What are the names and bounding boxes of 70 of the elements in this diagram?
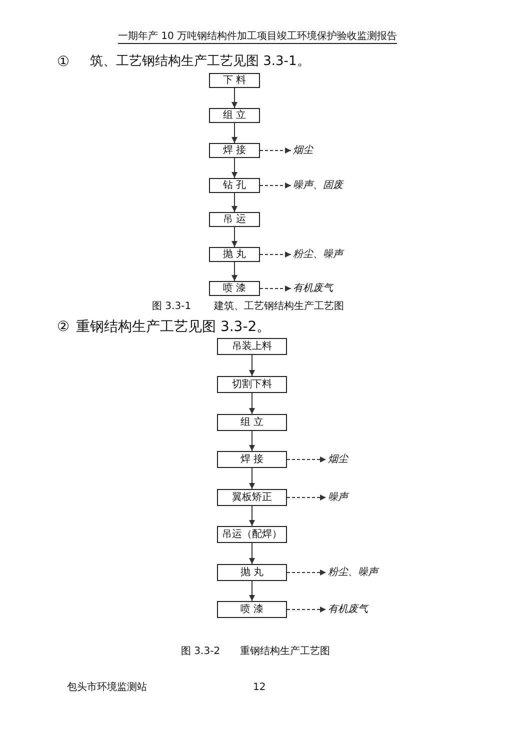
arrow: [249, 354, 255, 376]
process-box: [209, 73, 260, 88]
section-heading: 筑、工艺钢结构生产工艺见图 3.3-1。: [90, 53, 310, 71]
section-heading: 重钢结构生产工艺见图 3.3-2。: [76, 318, 271, 336]
process-box: [209, 281, 260, 296]
process-box: [209, 108, 260, 123]
arrow: [249, 430, 255, 452]
arrow: [232, 226, 238, 248]
figure-number: 图 3.3-2: [181, 645, 220, 659]
figure-number: 图 3.3-1: [152, 300, 192, 314]
step-label: 下 料: [222, 74, 246, 86]
step-label: 钻 孔: [222, 180, 246, 192]
arrow: [249, 468, 255, 490]
arrow: [249, 392, 255, 414]
arrow: [249, 542, 255, 564]
step-label: 翼板矫正: [232, 492, 272, 504]
process-box: [217, 526, 287, 543]
process-box: [209, 178, 260, 193]
step-label: 抛 丸: [240, 566, 264, 578]
process-box: [209, 143, 260, 158]
step-label: 喷 漆: [222, 282, 246, 294]
process-box: [217, 564, 287, 581]
item-marker: ①: [57, 53, 70, 71]
arrow: [249, 506, 255, 526]
dashed-arrow: [286, 570, 326, 576]
step-label: 焊 接: [222, 144, 246, 156]
step-label: 焊 接: [240, 454, 264, 466]
arrow: [249, 580, 255, 602]
step-label: 吊 运: [222, 214, 246, 226]
arrow: [232, 262, 238, 282]
arrow: [232, 122, 238, 144]
page-header: 一期年产 10 万吨钢结构件加工项目竣工环境保护验收监测报告: [118, 30, 398, 44]
process-box: [209, 247, 260, 262]
arrow: [232, 192, 238, 212]
dashed-arrow: [286, 494, 326, 500]
arrow: [232, 88, 238, 108]
emission-label: 噪声: [328, 490, 351, 504]
emission-label: 烟尘: [293, 144, 316, 158]
step-label: 吊装上料: [232, 340, 272, 352]
emission-label: 有机废气: [328, 602, 371, 616]
step-label: 切割下料: [232, 378, 272, 390]
dashed-arrow: [286, 606, 326, 612]
emission-label: 烟尘: [328, 452, 351, 466]
arrow: [232, 158, 238, 178]
page-number: 12: [253, 681, 266, 695]
dashed-arrow: [260, 286, 292, 292]
dashed-arrow: [260, 182, 292, 188]
process-box: [209, 212, 260, 227]
process-box: [217, 376, 287, 393]
step-label: 喷 漆: [240, 604, 264, 616]
figure-caption: 重钢结构生产工艺图: [240, 645, 330, 659]
process-box: [217, 414, 287, 431]
step-label: 吊运（配焊）: [222, 528, 282, 540]
emission-label: 粉尘、噪声: [293, 248, 346, 262]
figure-caption: 建筑、工艺钢结构生产工艺图: [214, 300, 344, 314]
dashed-arrow: [260, 252, 292, 258]
emission-label: 有机废气: [293, 282, 336, 296]
dashed-arrow: [286, 456, 326, 462]
emission-label: 噪声、固废: [293, 178, 346, 192]
item-marker: ②: [57, 318, 70, 336]
process-box: [217, 489, 287, 506]
process-box: [217, 338, 287, 355]
emission-label: 粉尘、噪声: [328, 566, 381, 580]
step-label: 组 立: [222, 110, 246, 122]
footer-text: 包头市环境监测站: [67, 681, 147, 695]
process-box: [217, 601, 287, 618]
process-box: [217, 451, 287, 468]
step-label: 组 立: [240, 416, 264, 428]
dashed-arrow: [260, 148, 292, 154]
step-label: 抛 丸: [222, 248, 246, 260]
